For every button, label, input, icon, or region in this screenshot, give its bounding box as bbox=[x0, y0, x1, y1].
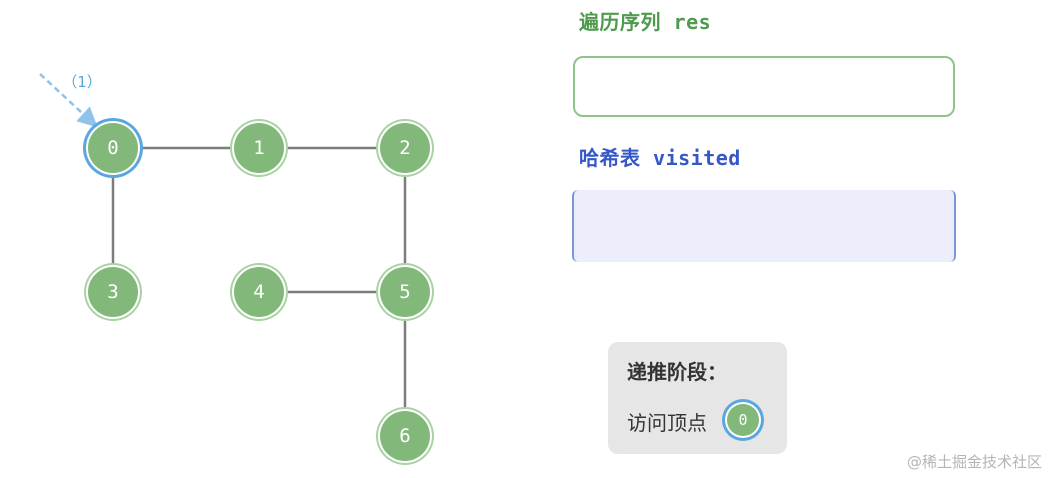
phase-title: 递推阶段： bbox=[627, 360, 727, 384]
graph-node-label: 6 bbox=[399, 425, 410, 447]
watermark: @稀土掘金技术社区 bbox=[906, 453, 1042, 471]
graph-node-1: 1 bbox=[230, 119, 288, 177]
phase-current-node: 0 bbox=[722, 399, 764, 441]
graph-node-0: 0 bbox=[83, 118, 143, 178]
graph-node-label: 2 bbox=[399, 137, 410, 159]
graph-node-4: 4 bbox=[230, 263, 288, 321]
visited-hashset-box bbox=[572, 190, 956, 262]
res-title: 遍历序列 res bbox=[579, 10, 712, 34]
graph-node-label: 4 bbox=[253, 281, 264, 303]
svg-text:0: 0 bbox=[738, 411, 747, 429]
graph-node-5: 5 bbox=[376, 263, 434, 321]
start-arrow bbox=[39, 73, 98, 128]
graph-node-3: 3 bbox=[84, 263, 142, 321]
graph-node-6: 6 bbox=[376, 407, 434, 465]
step-label: （1） bbox=[62, 73, 102, 91]
graph-node-label: 1 bbox=[253, 137, 264, 159]
graph-node-2: 2 bbox=[376, 119, 434, 177]
visited-title: 哈希表 visited bbox=[579, 146, 741, 170]
res-sequence-box bbox=[573, 56, 955, 117]
phase-action: 访问顶点 bbox=[627, 411, 707, 435]
graph-node-label: 0 bbox=[107, 137, 118, 159]
graph-node-label: 3 bbox=[107, 281, 118, 303]
graph-node-label: 5 bbox=[399, 281, 410, 303]
